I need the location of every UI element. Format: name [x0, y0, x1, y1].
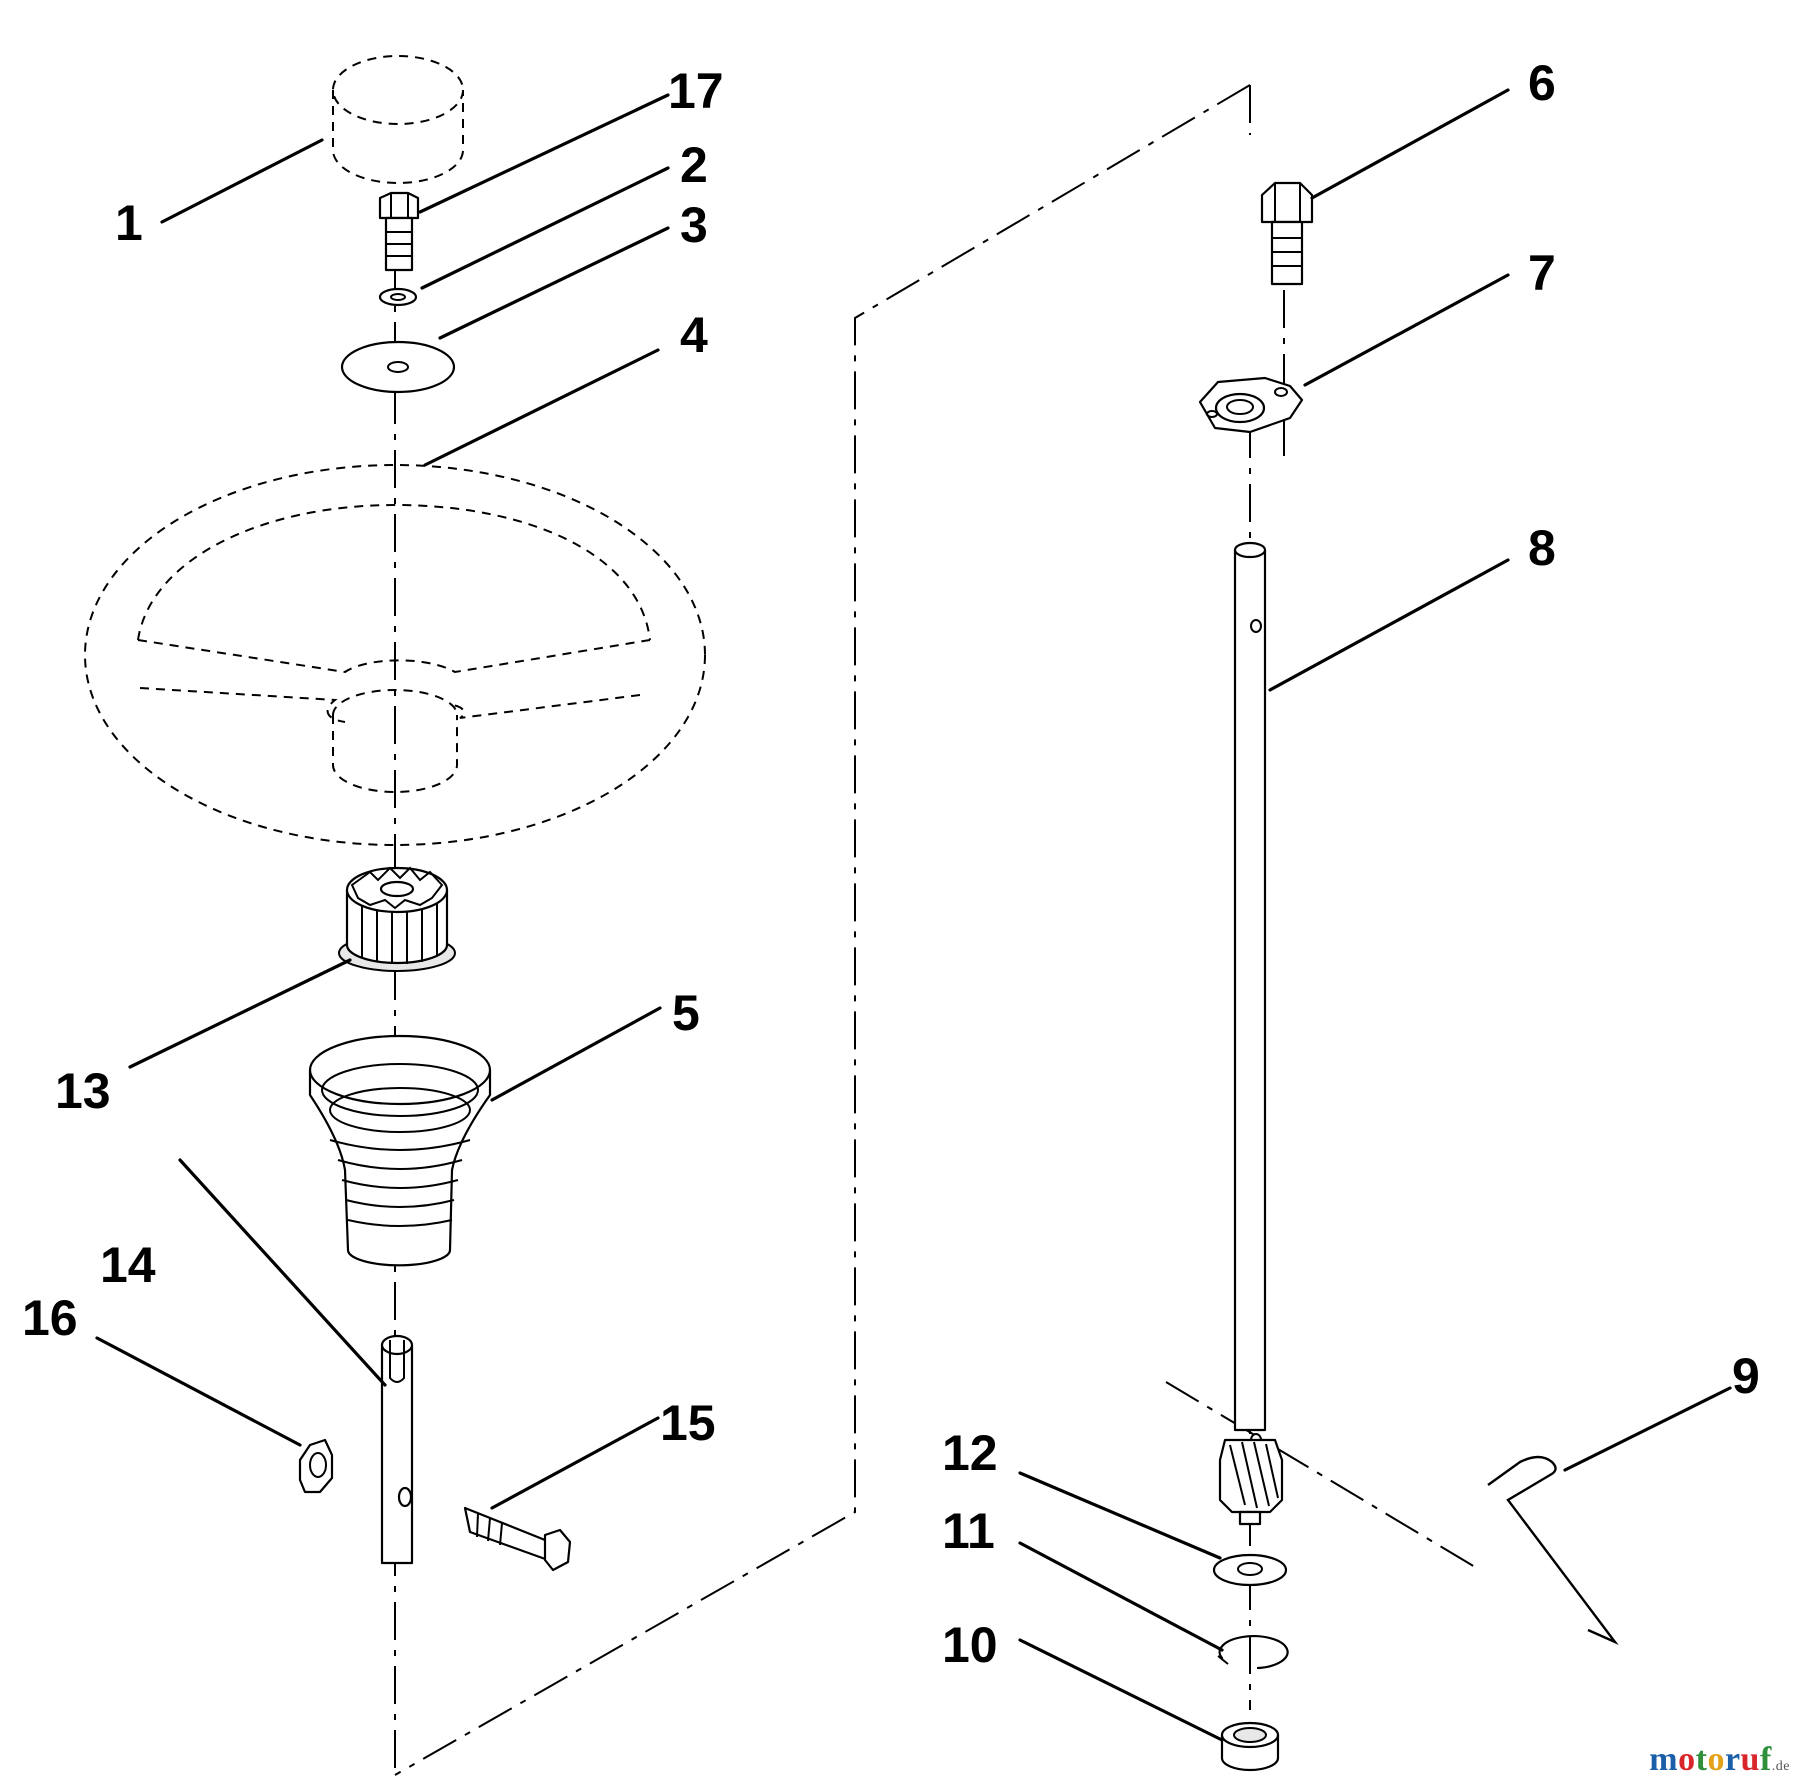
callout-15: 15: [660, 1395, 716, 1451]
callout-9: 9: [1732, 1348, 1760, 1404]
part-13-steering-adapter[interactable]: [338, 866, 456, 972]
part-17-bolt[interactable]: [378, 191, 420, 272]
assembly-boundary-line: [394, 84, 1481, 1776]
part-15-bolt[interactable]: [463, 1506, 572, 1572]
callout-3: 3: [680, 197, 708, 253]
part-10-bushing[interactable]: [1220, 1721, 1280, 1772]
part-9-hairpin-clip[interactable]: [1487, 1455, 1619, 1645]
watermark-letter: f: [1759, 1741, 1772, 1778]
callout-11: 11: [942, 1503, 995, 1559]
callout-6: 6: [1528, 55, 1556, 111]
watermark-letter: r: [1724, 1741, 1741, 1778]
callout-13: 13: [55, 1063, 111, 1119]
watermark-logo: motoruf.de: [1649, 1741, 1790, 1779]
callout-17: 17: [668, 63, 724, 119]
callout-8: 8: [1528, 520, 1556, 576]
part-7-flange-bearing[interactable]: [1198, 376, 1304, 434]
pinion-gear: [1218, 1438, 1284, 1526]
callout-14: 14: [100, 1237, 156, 1293]
callout-7: 7: [1528, 245, 1556, 301]
callout-5: 5: [672, 985, 700, 1041]
callout-10: 10: [942, 1617, 998, 1673]
watermark-letter: m: [1649, 1741, 1679, 1778]
part-4-steering-wheel[interactable]: [84, 464, 706, 846]
callout-2: 2: [680, 137, 708, 193]
part-6-bolt[interactable]: [1260, 181, 1314, 286]
part-3-flat-washer[interactable]: [340, 340, 456, 394]
leader-lines: [95, 88, 1732, 1742]
watermark-text: motoruf: [1649, 1741, 1772, 1778]
watermark-letter: u: [1740, 1741, 1760, 1778]
watermark-letter: t: [1695, 1741, 1708, 1778]
part-16-nut[interactable]: [298, 1438, 334, 1494]
callout-16: 16: [22, 1290, 78, 1346]
watermark-letter: o: [1707, 1741, 1725, 1778]
part-11-snap-ring[interactable]: [1217, 1635, 1289, 1670]
part-5-column-boot[interactable]: [308, 1034, 492, 1267]
callout-12: 12: [942, 1425, 998, 1481]
watermark-letter: o: [1678, 1741, 1696, 1778]
part-12-washer[interactable]: [1212, 1553, 1288, 1587]
part-8-steering-shaft[interactable]: [1233, 541, 1267, 1447]
watermark-suffix: .de: [1771, 1759, 1790, 1774]
part-2-lock-washer[interactable]: [378, 287, 418, 307]
callout-1: 1: [115, 195, 143, 251]
callout-4: 4: [680, 307, 708, 363]
callout-labels: 1 17 2 3 4 5 13 14 16 15 6 7 8 9 12 11 1…: [22, 55, 1760, 1673]
part-14-lower-shaft[interactable]: [380, 1334, 414, 1565]
part-1-cap[interactable]: [332, 55, 464, 184]
